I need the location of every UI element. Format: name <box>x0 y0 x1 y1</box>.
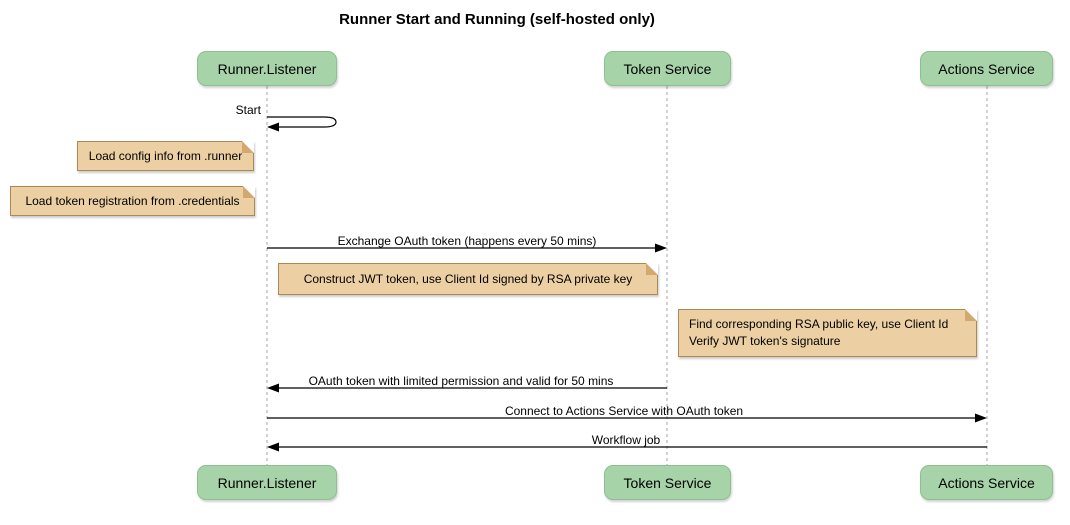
self-message-start-arrow <box>267 116 337 128</box>
message-exchange-oauth-arrowhead <box>655 243 667 253</box>
note-verify-jwt-line1: Find corresponding RSA public key, use C… <box>689 317 949 331</box>
note-fold-icon <box>646 263 658 275</box>
note-construct-jwt-text: Construct JWT token, use Client Id signe… <box>303 272 633 286</box>
participant-actions-service-top: Actions Service <box>920 51 1053 86</box>
note-load-config-text: Load config info from .runner <box>88 149 243 163</box>
note-verify-jwt-line2: Verify JWT token's signature <box>689 334 841 348</box>
message-oauth-token-arrowhead <box>267 383 279 393</box>
participant-token-service-bottom: Token Service <box>604 465 731 500</box>
message-label-start: Start <box>235 103 261 117</box>
note-fold-icon <box>965 309 977 321</box>
participant-actions-service-bottom: Actions Service <box>920 465 1053 500</box>
note-fold-icon <box>243 186 255 198</box>
message-label-connect-actions: Connect to Actions Service with OAuth to… <box>504 404 744 418</box>
message-connect-actions-arrowhead <box>975 413 987 423</box>
participant-runner-listener-bottom: Runner.Listener <box>197 465 337 500</box>
note-construct-jwt: Construct JWT token, use Client Id signe… <box>278 263 658 295</box>
note-load-config: Load config info from .runner <box>77 141 254 171</box>
message-label-exchange-oauth: Exchange OAuth token (happens every 50 m… <box>337 234 597 248</box>
message-workflow-job-arrowhead <box>267 442 279 452</box>
message-label-workflow-job: Workflow job <box>591 433 661 447</box>
note-fold-icon <box>242 141 254 153</box>
participant-runner-listener-top: Runner.Listener <box>197 51 337 86</box>
message-label-oauth-token: OAuth token with limited permission and … <box>308 374 614 388</box>
note-load-token-registration: Load token registration from .credential… <box>10 186 255 216</box>
self-message-start-arrowhead <box>267 122 279 132</box>
participant-token-service-top: Token Service <box>604 51 731 86</box>
note-load-token-registration-text: Load token registration from .credential… <box>25 194 240 208</box>
diagram-title: Runner Start and Running (self-hosted on… <box>339 11 655 28</box>
note-verify-jwt: Find corresponding RSA public key, use C… <box>678 309 977 357</box>
